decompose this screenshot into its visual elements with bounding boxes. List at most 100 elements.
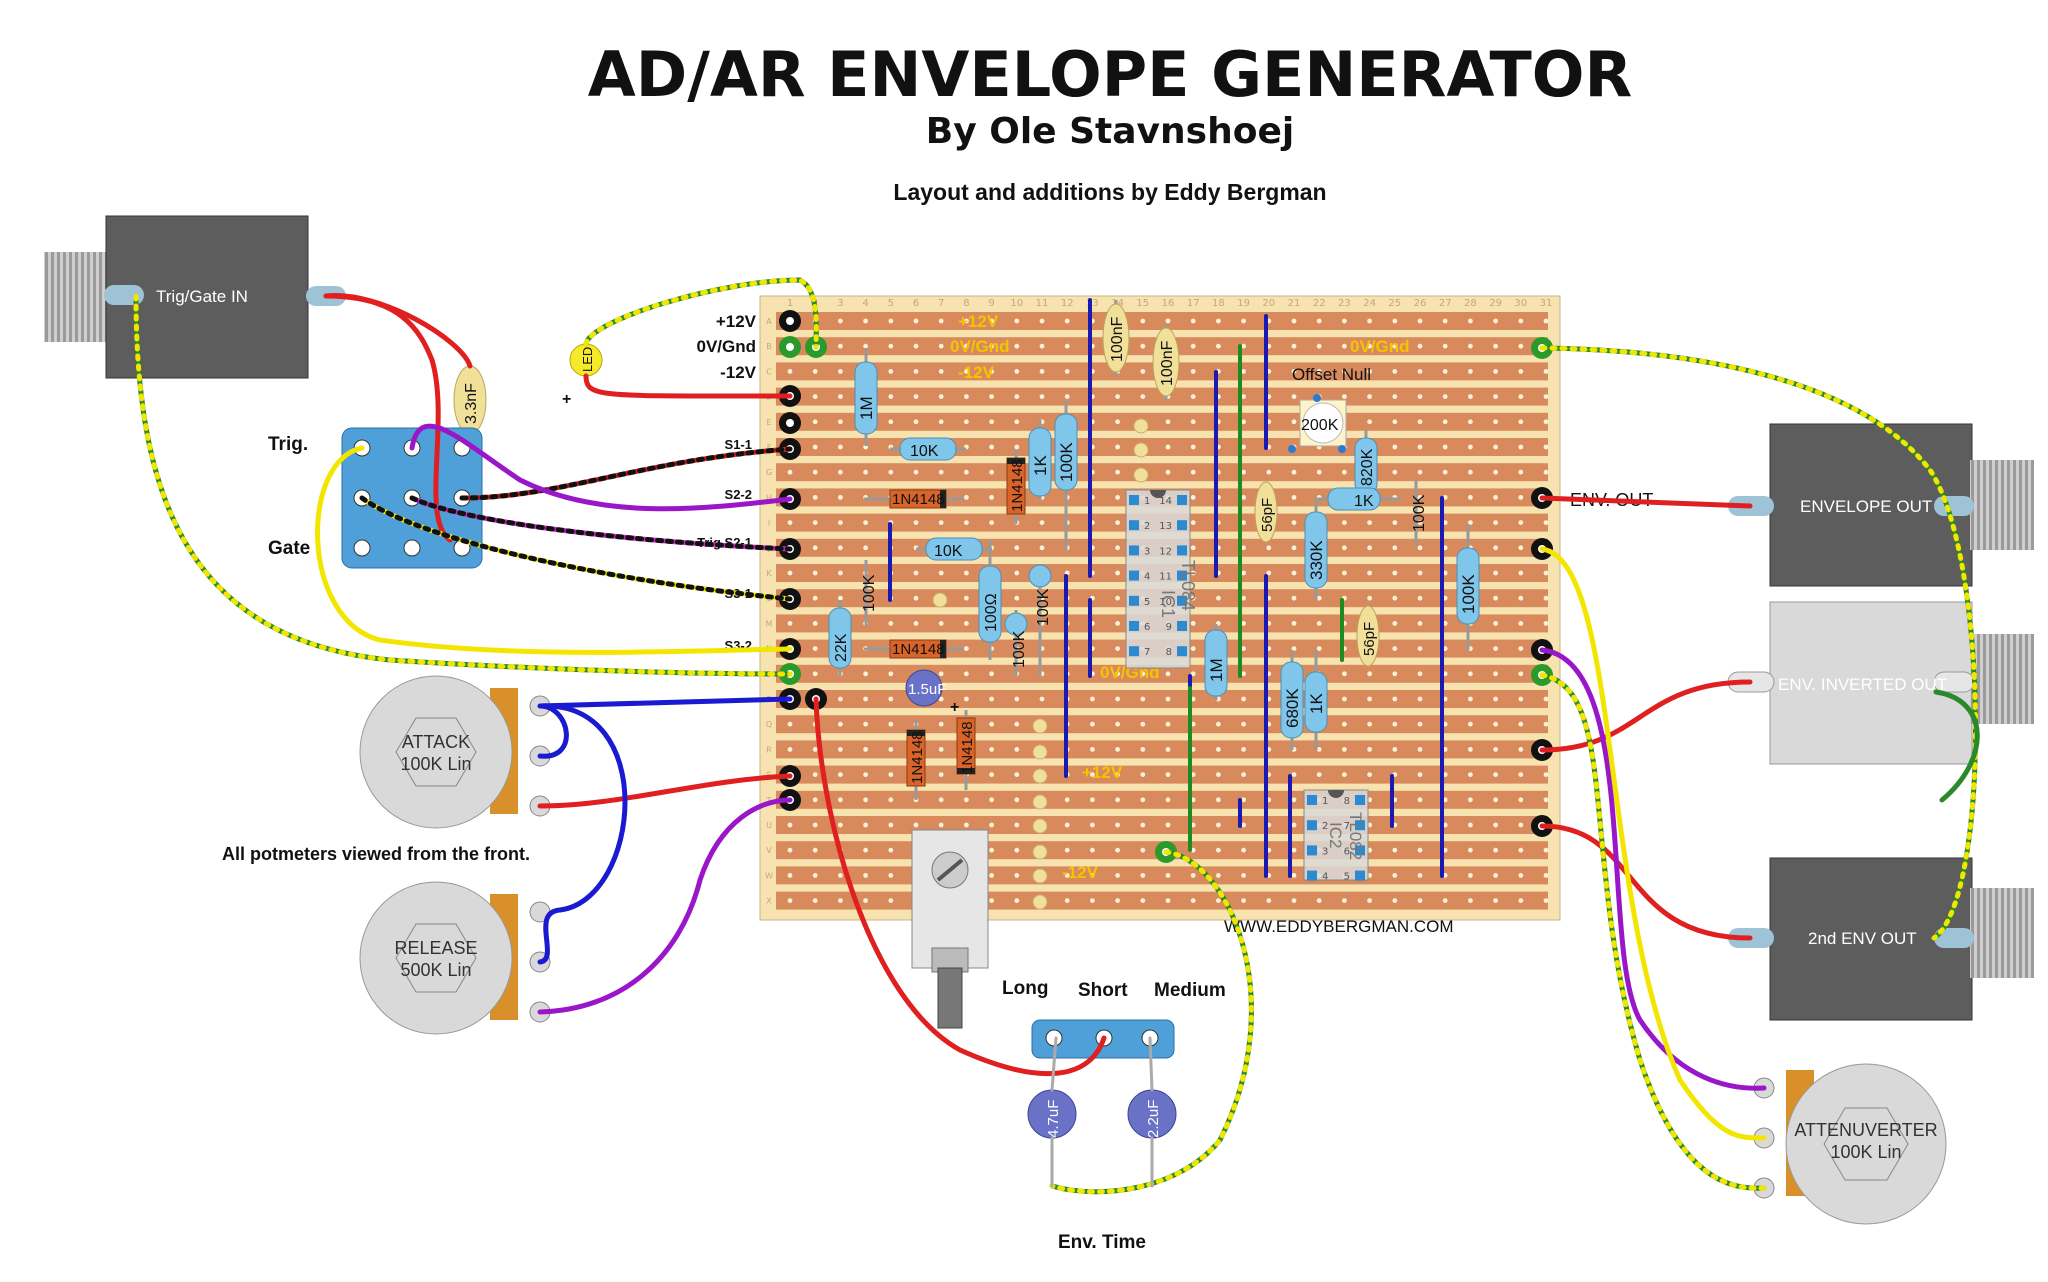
hole: [1241, 621, 1246, 626]
ic-pin: [1307, 820, 1317, 831]
hole: [787, 873, 793, 878]
row-letter: B: [766, 342, 772, 351]
hole: [1518, 595, 1524, 601]
hole: [1493, 898, 1498, 903]
hole: [1367, 394, 1372, 399]
pot-attack[interactable]: ATTACK 100K Lin: [359, 675, 551, 829]
hole: [863, 873, 868, 878]
copper-strip: [776, 664, 1548, 683]
hole: [1442, 369, 1448, 374]
hole: [1241, 747, 1246, 752]
hole: [1392, 343, 1398, 349]
hole: [1216, 595, 1221, 601]
hole: [1468, 721, 1473, 727]
hole: [1392, 621, 1398, 626]
hole: [863, 721, 868, 727]
hole: [1064, 898, 1070, 903]
hole: [989, 873, 994, 878]
resistor-1m: [854, 361, 878, 435]
resistor-10k: [899, 437, 957, 461]
hole: [1064, 369, 1070, 374]
hole: [812, 570, 818, 576]
hole: [1190, 545, 1196, 551]
hole: [1417, 747, 1423, 752]
row-letter: G: [766, 468, 772, 477]
hole: [1115, 545, 1120, 551]
hole: [888, 873, 894, 878]
hole: [1417, 621, 1423, 626]
hole: [1241, 369, 1246, 374]
hole: [812, 545, 818, 551]
hole: [1165, 772, 1171, 777]
hole: [964, 595, 969, 601]
hole: [913, 419, 919, 425]
hole: [1417, 898, 1423, 903]
pot-value: 500K Lin: [400, 960, 471, 980]
hole: [1468, 318, 1473, 324]
hole: [938, 394, 944, 399]
hole: [1190, 369, 1196, 374]
hole: [1493, 570, 1498, 576]
hole: [1014, 419, 1020, 425]
hole: [1140, 671, 1146, 677]
hole: [1291, 873, 1297, 878]
hole: [888, 822, 894, 828]
hole: [1266, 898, 1272, 903]
hole: [1291, 520, 1297, 525]
hole: [1367, 343, 1372, 349]
hole: [863, 318, 868, 324]
ic-pin-number: 1: [1322, 796, 1328, 807]
hole: [1468, 898, 1473, 903]
row-letter: R: [766, 745, 772, 754]
hole: [1518, 772, 1524, 777]
hole: [938, 822, 944, 828]
hole: [1342, 394, 1347, 399]
resistor-label: 100K: [861, 574, 878, 612]
wire-red: [813, 696, 1107, 1077]
pot-attenuverter[interactable]: ATTENUVERTER 100K Lin: [1753, 1063, 1947, 1225]
ic-pin-number: 7: [1344, 821, 1350, 832]
column-number: 17: [1187, 298, 1200, 309]
hole: [913, 318, 919, 324]
hole: [838, 394, 843, 399]
hole: [1392, 847, 1398, 853]
hole: [1115, 570, 1120, 576]
hole: [1417, 394, 1423, 399]
pot-release[interactable]: RELEASE 500K Lin: [359, 881, 551, 1035]
hole: [812, 621, 818, 626]
column-number: 13: [1086, 298, 1099, 309]
hole: [938, 570, 944, 576]
hole: [1090, 772, 1095, 777]
hole: [812, 873, 818, 878]
hole: [1266, 545, 1272, 551]
hole: [1241, 696, 1246, 702]
hole: [1140, 873, 1146, 878]
hole: [913, 621, 919, 626]
ic-pin: [1355, 820, 1365, 831]
hole: [938, 318, 944, 324]
pin-label-minus12: -12V: [720, 363, 757, 382]
hole: [787, 469, 793, 475]
hole: [1014, 747, 1020, 752]
hole: [1543, 621, 1549, 626]
hole: [1316, 469, 1322, 475]
hole: [1115, 646, 1120, 651]
hole: [888, 671, 894, 677]
column-number: 4: [862, 298, 868, 309]
ic-pin-number: 14: [1159, 496, 1172, 507]
hole: [1417, 343, 1423, 349]
env-time-switch[interactable]: [911, 829, 989, 1029]
hole: [913, 369, 919, 374]
hole: [1165, 822, 1171, 828]
hole: [1493, 721, 1498, 727]
hole: [838, 570, 843, 576]
hole: [1039, 369, 1045, 374]
hole: [989, 797, 994, 803]
hole: [1014, 369, 1020, 374]
hole: [838, 520, 843, 525]
hole: [1417, 847, 1423, 853]
cap-label: 3.3nF: [463, 383, 480, 424]
hole: [787, 822, 793, 828]
hole: [1115, 419, 1120, 425]
hole: [1518, 469, 1524, 475]
